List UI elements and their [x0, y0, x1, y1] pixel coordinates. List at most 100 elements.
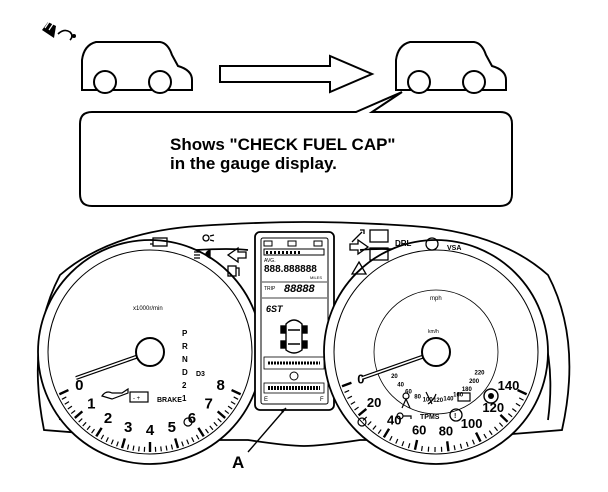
tach-label: 1	[87, 395, 95, 412]
kmh-label: 100	[423, 397, 434, 403]
car-top-view-icon	[280, 319, 308, 354]
mph-minor-tick	[507, 413, 513, 418]
immobilizer-icon	[369, 247, 389, 261]
mph-label: 60	[412, 423, 426, 438]
tach-minor-tick	[132, 445, 135, 451]
kmh-label: 40	[397, 382, 404, 388]
cruise-icon	[369, 229, 389, 243]
mph-minor-tick	[465, 441, 469, 447]
tach-tick	[231, 388, 242, 396]
mph-minor-tick	[498, 422, 504, 427]
mph-minor-tick	[367, 421, 372, 426]
tach-minor-tick	[64, 401, 70, 405]
d3-label: D3	[196, 371, 205, 378]
mph-label: 40	[387, 413, 401, 428]
tach-minor-tick	[195, 434, 200, 440]
gear-letter: 1	[182, 394, 187, 403]
mph-label: 80	[439, 424, 453, 439]
speed-hub	[421, 337, 451, 367]
tach-minor-tick	[230, 401, 236, 405]
kmh-label: 140	[443, 396, 454, 402]
mph-tick	[499, 413, 509, 423]
tach-label: 8	[217, 377, 225, 394]
tach-minor-tick	[170, 444, 174, 450]
fuel-f: F	[320, 397, 324, 403]
tach-label: 4	[146, 422, 155, 439]
tach-minor-tick	[227, 405, 233, 410]
mph-tick	[446, 441, 450, 452]
mph-minor-tick	[395, 438, 399, 444]
tach-label: 3	[124, 419, 132, 436]
mph-minor-tick	[401, 441, 405, 447]
tach-label: 5	[168, 419, 176, 436]
tach-minor-tick	[105, 437, 109, 443]
kmh-label: 220	[474, 370, 485, 376]
tach-tick	[74, 410, 84, 419]
gauge-knob-icon	[483, 388, 499, 404]
mph-minor-tick	[459, 443, 463, 449]
svg-text:!: !	[454, 413, 456, 420]
tach-minor-tick	[233, 396, 239, 400]
tach-tick-marks	[58, 388, 242, 452]
warning-triangle-icon	[350, 260, 368, 275]
segments-top: 888.888888	[264, 264, 317, 275]
mph-minor-tick	[350, 401, 356, 405]
kmh-label: 180	[462, 387, 473, 393]
mph-tick	[382, 428, 391, 438]
tach-minor-tick	[78, 418, 83, 423]
tach-minor-tick	[126, 444, 130, 450]
fuel-cap-icon	[42, 21, 76, 41]
airbag-icon	[425, 391, 437, 405]
info-display: AVG. 888.888888 MILES TRIP 88888 6ST E F	[254, 231, 335, 411]
headlight-icon	[194, 248, 211, 260]
key-icon	[396, 412, 412, 420]
gear-letter: P	[182, 329, 188, 338]
mph-minor-tick	[407, 443, 411, 449]
kmh-label: 20	[391, 374, 398, 380]
mph-minor-tick	[511, 408, 517, 413]
mph-minor-tick	[372, 425, 377, 430]
kmh-label: 200	[469, 379, 480, 385]
mph-tick	[341, 381, 352, 388]
mph-label: 140	[498, 378, 520, 393]
tach-tick	[174, 438, 180, 449]
speed-top-icons	[349, 229, 439, 275]
tach-minor-tick	[82, 421, 87, 427]
fuel-pump-icon	[227, 265, 240, 277]
svg-text:- +: - +	[133, 396, 141, 402]
tach-minor-tick	[61, 396, 67, 400]
mph-minor-tick	[354, 406, 359, 411]
tach-tick	[197, 427, 205, 437]
tach-label: 7	[204, 395, 212, 412]
tach-unit: x1000r/min	[133, 306, 163, 312]
tach-minor-tick	[224, 410, 230, 415]
tach-minor-tick	[186, 439, 190, 445]
oil-pressure-icon	[101, 387, 129, 400]
label-a: A	[232, 453, 245, 472]
turn-right-arrow-icon	[349, 238, 370, 256]
kmh-unit: km/h	[428, 329, 439, 335]
mph-minor-tick	[344, 389, 350, 393]
parking-light-icon	[202, 234, 215, 242]
tach-minor-tick	[70, 410, 76, 415]
kmh-label: 60	[405, 389, 412, 395]
mph-minor-tick	[518, 397, 524, 401]
car-left-icon	[81, 41, 193, 94]
mph-minor-tick	[494, 426, 499, 432]
tach-tick	[216, 410, 226, 419]
tach-minor-tick	[217, 418, 222, 423]
kmh-label: 80	[414, 394, 421, 400]
gear-letter: D	[182, 368, 188, 377]
gear-letter: N	[182, 355, 188, 364]
mph-minor-tick	[347, 395, 353, 400]
tach-top-icons	[150, 234, 247, 277]
tire-pressure-icon: !	[449, 408, 463, 422]
mph-label: 100	[461, 416, 483, 431]
kmh-label: 120	[433, 398, 444, 404]
tpms-label: TPMS	[420, 414, 440, 421]
mph-tick	[517, 388, 528, 396]
tach-minor-tick	[205, 428, 209, 434]
bar-segments	[266, 251, 300, 254]
right-arrow-icon	[219, 54, 375, 94]
tach-minor-tick	[67, 405, 73, 410]
